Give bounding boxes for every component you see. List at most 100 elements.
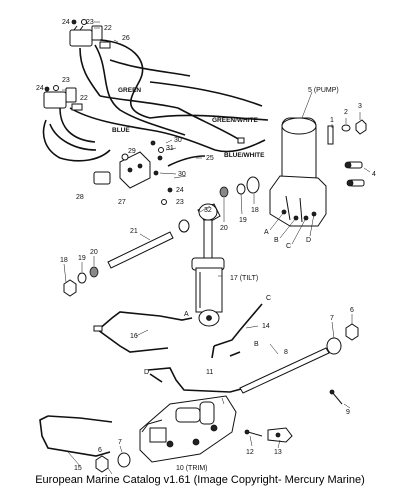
screw-24-upper [71, 19, 77, 25]
label-part-26: 26 [122, 35, 130, 42]
label-part-8: 8 [284, 349, 288, 356]
bolt-4-upper [344, 161, 363, 169]
port-label-a-line16: A [184, 311, 189, 318]
pump-motor-5 [269, 117, 327, 227]
label-part-21: 21 [130, 228, 138, 235]
line-11 [147, 367, 261, 393]
label-part-28: 28 [76, 194, 84, 201]
bracket-27 [119, 151, 151, 189]
label-part-5-pump: 5 (PUMP) [308, 87, 339, 94]
label-part-18-upper: 18 [251, 207, 259, 214]
label-part-10-trim: 10 (TRIM) [176, 465, 208, 472]
leader-lines [62, 21, 371, 475]
terminal-29 [121, 153, 129, 161]
bushing-32 [178, 219, 190, 233]
blue-white-lead [214, 139, 266, 153]
clamp-13 [267, 427, 293, 443]
wire-label-blue: BLUE [112, 127, 130, 134]
label-part-22-upper: 22 [104, 25, 112, 32]
label-part-22-lower: 22 [80, 95, 88, 102]
label-part-17-tilt: 17 (TILT) [230, 275, 258, 282]
washer-23-lower [53, 85, 59, 91]
port-label-c-pump: C [286, 243, 291, 250]
bolt-30 [150, 140, 163, 176]
label-part-32: 32 [204, 207, 212, 214]
washer-19-left [77, 272, 87, 284]
pin-21 [107, 231, 174, 269]
line-15 [39, 415, 113, 457]
label-part-6-left: 6 [98, 447, 102, 454]
label-part-7-left: 7 [118, 439, 122, 446]
washer-2 [341, 124, 351, 132]
wire-25 [167, 155, 206, 167]
label-part-18-left: 18 [60, 257, 68, 264]
image-caption: European Marine Catalog v1.61 (Image Cop… [35, 474, 365, 486]
pump-ports [269, 211, 315, 245]
label-part-15: 15 [74, 465, 82, 472]
port-label-d-trim: D [144, 369, 149, 376]
port-label-b-line: B [254, 341, 259, 348]
washer-19-upper [236, 183, 246, 195]
label-part-27: 27 [118, 199, 126, 206]
label-part-3: 3 [358, 103, 362, 110]
screw-12 [244, 429, 263, 437]
label-part-24-upper: 24 [62, 19, 70, 26]
pin-8 [239, 347, 330, 394]
label-part-1: 1 [330, 117, 334, 124]
green-white-lead [177, 107, 245, 144]
bushing-7-left [117, 452, 131, 468]
label-part-6-right: 6 [350, 307, 354, 314]
label-part-19-left: 19 [78, 255, 86, 262]
bolt-4-lower [346, 179, 365, 187]
port-label-b-pump: B [274, 237, 279, 244]
nut-6-left [95, 455, 109, 473]
label-part-13: 13 [274, 449, 282, 456]
nut-3 [355, 119, 367, 135]
trim-assembly-10 [139, 395, 237, 463]
port-label-a-pump: A [264, 229, 269, 236]
label-part-2: 2 [344, 109, 348, 116]
wire-label-blue-white: BLUE/WHITE [224, 152, 265, 159]
line-16 [93, 311, 193, 353]
line-14 [211, 303, 263, 359]
bushing-18-upper [246, 176, 260, 194]
label-part-20-left: 20 [90, 249, 98, 256]
label-part-24-lower: 24 [36, 85, 44, 92]
wire-label-green: GREEN [118, 87, 141, 94]
bushing-20-left [89, 266, 99, 278]
relay-upper [69, 25, 103, 47]
connector-22-lower [71, 103, 83, 111]
label-part-23-mid: 23 [176, 199, 184, 206]
relay-lower [43, 87, 77, 109]
label-part-7-right: 7 [330, 315, 334, 322]
fuse-holder-28 [93, 171, 111, 185]
label-part-4: 4 [372, 171, 376, 178]
bushing-20-upper [219, 186, 229, 198]
label-part-20-upper: 20 [220, 225, 228, 232]
label-part-11: 11 [206, 369, 213, 376]
label-part-23-lower: 23 [62, 77, 70, 84]
hardware-24-mid [167, 187, 173, 193]
wire-label-green-white: GREEN/WHITE [212, 117, 259, 124]
label-part-23-upper: 23 [86, 19, 94, 26]
screw-9 [329, 389, 343, 405]
label-part-31: 31 [166, 145, 174, 152]
washer-23-upper [81, 19, 87, 25]
port-label-c-line14: C [266, 295, 271, 302]
line-b [229, 351, 241, 357]
label-part-19-upper: 19 [239, 217, 247, 224]
nut-6-right [345, 323, 359, 341]
label-part-14: 14 [262, 323, 270, 330]
bushing-7-right [326, 337, 342, 355]
label-part-9: 9 [346, 409, 350, 416]
nut-18-left [63, 279, 77, 297]
screw-24-lower [44, 86, 50, 92]
label-part-25: 25 [206, 155, 214, 162]
label-part-24-mid: 24 [176, 187, 184, 194]
label-part-30-lower: 30 [178, 171, 186, 178]
label-part-12: 12 [246, 449, 254, 456]
label-part-30-upper: 30 [174, 137, 182, 144]
washer-31 [158, 147, 164, 153]
